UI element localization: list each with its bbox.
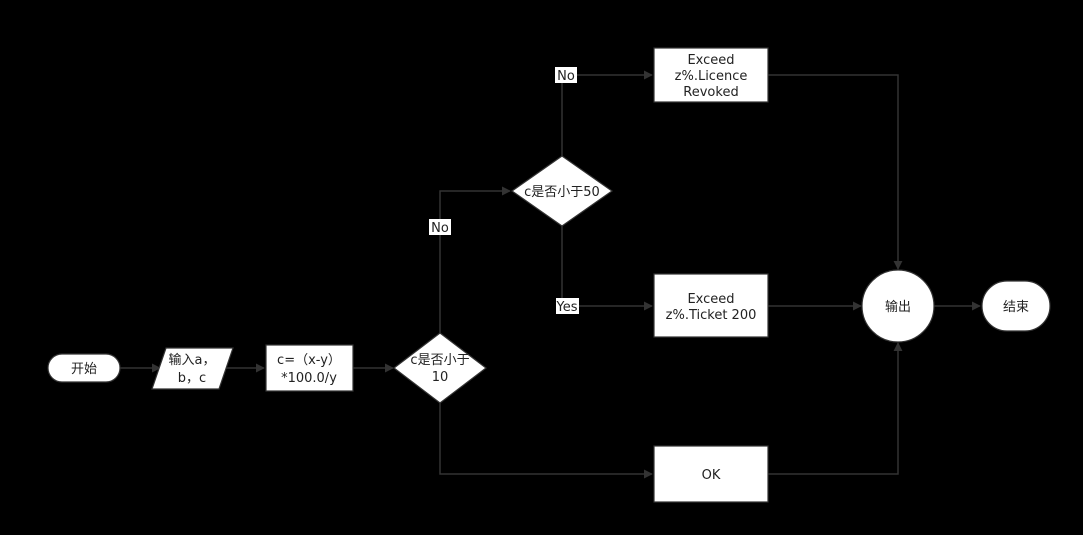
node-compute-line-1: c=（x-y） — [277, 353, 341, 368]
node-decision-10-line-2: 10 — [432, 370, 449, 385]
node-ok-label: OK — [702, 468, 721, 483]
edge-revoked-to-output — [768, 74, 903, 270]
node-input-line-2: b，c — [178, 371, 206, 386]
process-shape — [265, 344, 354, 392]
edge-label-no-top: No — [557, 69, 575, 84]
node-ticket-line-1: Exceed — [687, 292, 734, 307]
node-revoked[interactable]: Exceed z%.Licence Revoked — [653, 47, 769, 103]
edge-labels: No No Yes — [429, 67, 579, 315]
node-input-line-1: 输入a， — [169, 352, 216, 368]
edge-decision10-to-decision50 — [439, 186, 511, 333]
node-decision-50-line-1: c是否小于50 — [524, 185, 600, 200]
edge-label-no-left: No — [431, 221, 449, 236]
node-end[interactable]: 结束 — [981, 280, 1051, 332]
decision-shape — [510, 155, 614, 227]
node-compute[interactable]: c=（x-y） *100.0/y — [265, 344, 354, 392]
node-decision-50[interactable]: c是否小于50 — [510, 155, 614, 227]
edge-label-yes: Yes — [556, 300, 578, 315]
node-output[interactable]: 输出 — [861, 269, 935, 343]
edge-ok-to-output — [768, 342, 903, 475]
node-output-label: 输出 — [885, 299, 911, 315]
node-revoked-line-3: Revoked — [683, 85, 738, 100]
edges — [120, 70, 981, 479]
decision-shape — [393, 332, 487, 404]
edge-decision10-to-ok — [439, 403, 653, 479]
node-start-label: 开始 — [71, 362, 97, 377]
node-end-label: 结束 — [1003, 300, 1029, 315]
edge-decision50-to-ticket — [561, 226, 653, 311]
connector-circle-shape — [861, 269, 935, 343]
process-shape — [653, 47, 769, 103]
process-shape — [653, 445, 769, 503]
node-input[interactable]: 输入a， b，c — [151, 347, 234, 390]
node-revoked-line-1: Exceed — [687, 53, 734, 68]
process-shape — [653, 273, 769, 338]
label-bg-d50-yes — [556, 298, 579, 314]
label-bg-d10-no — [429, 219, 451, 235]
label-bg-d50-no — [555, 67, 577, 83]
node-ticket[interactable]: Exceed z%.Ticket 200 — [653, 273, 769, 338]
node-start[interactable]: 开始 — [47, 353, 121, 383]
parallelogram-shape — [151, 347, 234, 390]
terminator-shape — [47, 353, 121, 383]
node-ok[interactable]: OK — [653, 445, 769, 503]
terminator-shape — [981, 280, 1051, 332]
node-ticket-line-2: z%.Ticket 200 — [666, 308, 757, 323]
node-decision-10[interactable]: c是否小于 10 — [393, 332, 487, 404]
edge-decision50-to-revoked — [561, 70, 653, 156]
node-revoked-line-2: z%.Licence — [675, 69, 748, 84]
node-compute-line-2: *100.0/y — [281, 371, 337, 386]
node-decision-10-line-1: c是否小于 — [410, 353, 469, 368]
